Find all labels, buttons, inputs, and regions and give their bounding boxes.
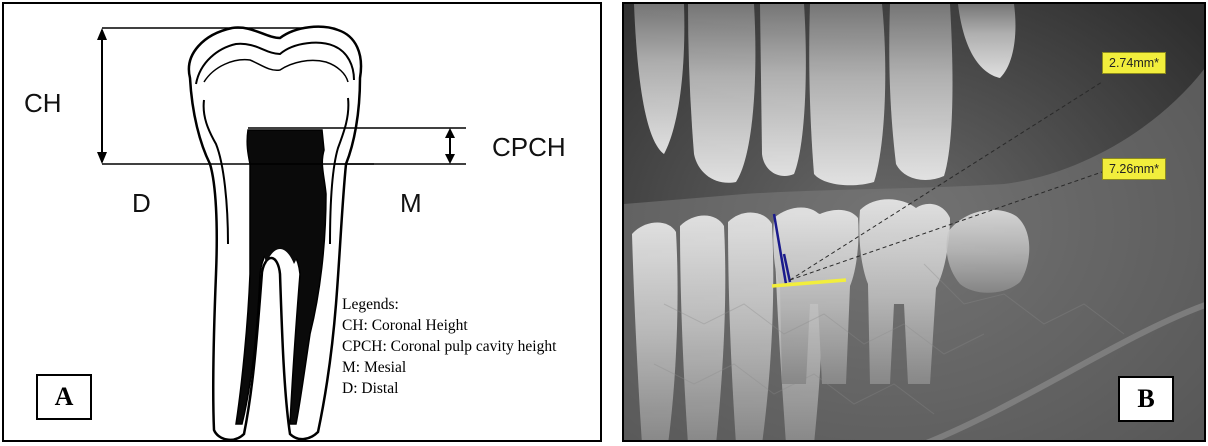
third-molar [947, 210, 1030, 293]
panel-tag-a: A [36, 374, 92, 420]
ch-arrow-up [97, 28, 107, 40]
cpch-arrow-up [445, 128, 455, 138]
cpch-arrow-down [445, 154, 455, 164]
legend-item: CPCH: Coronal pulp cavity height [342, 336, 556, 357]
label-d: D [132, 190, 151, 216]
panel-b-radiograph: 2.74mm* 7.26mm* B [622, 2, 1206, 442]
ch-arrow-down [97, 152, 107, 164]
measurement-label: 7.26mm* [1102, 158, 1166, 180]
label-m: M [400, 190, 422, 216]
pulp-inner [261, 142, 307, 264]
measurement-label: 2.74mm* [1102, 52, 1166, 74]
legend: Legends: CH: Coronal Height CPCH: Corona… [342, 294, 556, 399]
panel-a-tooth-diagram: CH CPCH D M Legends: CH: Coronal Height … [2, 2, 602, 442]
legend-item: CH: Coronal Height [342, 315, 556, 336]
label-ch: CH [24, 90, 62, 116]
label-cpch: CPCH [492, 134, 566, 160]
legend-item: M: Mesial [342, 357, 556, 378]
legend-item: D: Distal [342, 378, 556, 399]
panel-tag-b: B [1118, 376, 1174, 422]
legend-title: Legends: [342, 294, 556, 315]
